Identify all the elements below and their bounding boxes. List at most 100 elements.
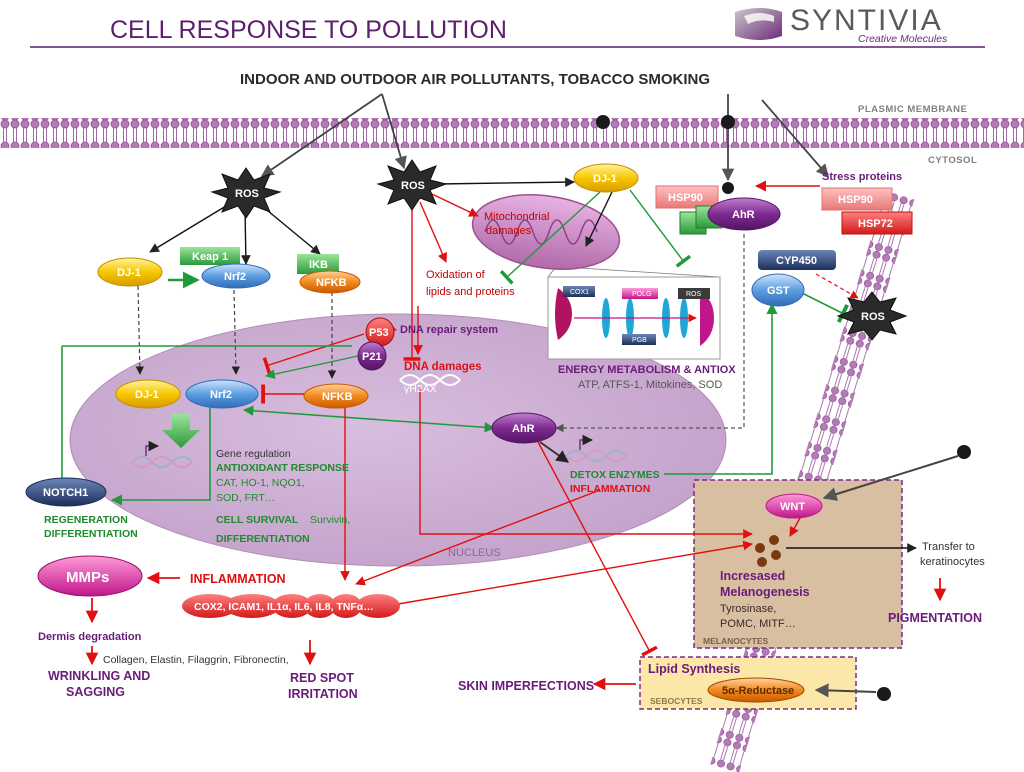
regeneration-label-2: DIFFERENTIATION — [44, 528, 138, 540]
particle-dot — [722, 182, 734, 194]
nrf2-cytosol: Nrf2 — [201, 263, 271, 289]
cox1-chip — [563, 286, 595, 297]
pigmentation-label: PIGMENTATION — [888, 611, 982, 625]
melanin-granules-icon — [755, 535, 781, 567]
cytokines-label: COX2, ICAM1, IL1α, IL6, IL8, TNFα… — [194, 601, 374, 613]
dermis-degradation-label: Dermis degradation — [38, 631, 142, 643]
cyp450: CYP450 — [758, 250, 836, 270]
differentiation-label: DIFFERENTIATION — [216, 533, 310, 545]
cell-survival-label: CELL SURVIVAL — [216, 514, 299, 526]
svg-text:HSP90: HSP90 — [668, 192, 703, 204]
energy-metabolism-title: ENERGY METABOLISM & ANTIOX — [558, 364, 736, 376]
svg-text:DJ-1: DJ-1 — [135, 389, 159, 401]
energy-metabolism-sub: ATP, ATFS-1, Mitokines, SOD — [578, 379, 722, 391]
dna-helix-icon — [399, 374, 461, 386]
gamma-h2ax-label: γH2AX — [404, 383, 437, 395]
nrf2-nucleus: Nrf2 — [185, 379, 259, 409]
ros-left-label: ROS — [235, 188, 259, 200]
dj1-nucleus: DJ-1 — [115, 379, 181, 409]
wnt: WNT — [765, 493, 823, 519]
svg-text:Nrf2: Nrf2 — [224, 271, 246, 283]
polg-label: POLG — [632, 291, 651, 298]
dermis-items-label: Collagen, Elastin, Filaggrin, Fibronecti… — [103, 654, 289, 666]
svg-text:IKB: IKB — [309, 259, 328, 271]
dj1-top: DJ-1 — [573, 163, 639, 193]
cytokine-chain: COX2, ICAM1, IL1α, IL6, IL8, TNFα… — [182, 594, 400, 618]
sebocytes-label: SEBOCYTES — [650, 696, 703, 706]
oxidation-label-1: Oxidation of — [426, 269, 486, 281]
regeneration-label-1: REGENERATION — [44, 514, 128, 526]
hsp72: HSP72 — [841, 211, 913, 235]
gene-regulation-label: Gene regulation — [216, 448, 291, 460]
detox-dna-icon — [565, 434, 627, 462]
dj1-cytosol: DJ-1 — [97, 257, 163, 287]
gene-dna-icon — [131, 440, 193, 468]
svg-text:HSP90: HSP90 — [838, 194, 873, 206]
svg-text:AhR: AhR — [732, 209, 755, 221]
ros-right: ROS — [836, 291, 908, 341]
reductase: 5α-Reductase — [707, 677, 805, 703]
ros-chip — [678, 288, 710, 299]
wrinkling-label-1: WRINKLING AND — [48, 669, 150, 683]
dna-damages-label: DNA damages — [404, 361, 482, 373]
svg-text:AhR: AhR — [512, 423, 535, 435]
svg-text:DJ-1: DJ-1 — [117, 267, 141, 279]
skin-imperfections-label: SKIN IMPERFECTIONS — [458, 679, 594, 693]
svg-text:Keap 1: Keap 1 — [192, 251, 228, 263]
notch1: NOTCH1 — [25, 477, 107, 507]
polg-chip — [622, 288, 658, 299]
pollution-source: INDOOR AND OUTDOOR AIR POLLUTANTS, TOBAC… — [240, 71, 710, 88]
svg-text:MMPs: MMPs — [66, 569, 109, 586]
mito-inset: COX1 POLG ROS PGB — [547, 267, 721, 360]
svg-text:P21: P21 — [362, 351, 382, 363]
svg-text:5α-Reductase: 5α-Reductase — [722, 685, 794, 697]
inflammation-nucleus-label: INFLAMMATION — [570, 483, 650, 495]
ros-right-label: ROS — [861, 311, 885, 323]
keap1-block: Keap 1 — [180, 247, 240, 265]
lipid-synthesis-label: Lipid Synthesis — [648, 662, 740, 676]
arrows — [61, 93, 959, 698]
particle-dot — [596, 115, 610, 129]
transfer-label-1: Transfer to — [922, 541, 975, 553]
plasma-membrane — [0, 118, 1024, 148]
logo-text: SYNTIVIA — [790, 4, 943, 37]
ahr-cytosol: AhR — [707, 197, 781, 231]
svg-text:NOTCH1: NOTCH1 — [43, 487, 88, 499]
nucleus — [69, 313, 727, 567]
wrinkling-label-2: SAGGING — [66, 685, 125, 699]
mitochondrion — [471, 194, 621, 270]
ikb-block: IKB — [297, 254, 339, 274]
p21: P21 — [357, 341, 387, 371]
svg-text:NFKB: NFKB — [322, 391, 353, 403]
mitochondrial-damages-2: damages — [486, 225, 532, 237]
ros-chip-label: ROS — [686, 291, 702, 298]
antiox-genes-1: CAT, HO-1, NQO1, — [216, 477, 305, 489]
melanocytes-label: MELANOCYTES — [703, 636, 769, 646]
stress-proteins-label: Stress proteins — [822, 171, 902, 183]
svg-text:GST: GST — [767, 285, 790, 297]
cox1-label: COX1 — [570, 289, 589, 296]
melano-items-1: Tyrosinase, — [720, 603, 776, 615]
hsp90-left: HSP90 — [655, 185, 719, 209]
logo-tagline: Creative Molecules — [858, 33, 948, 45]
red-spot-label-2: IRRITATION — [288, 687, 358, 701]
nfkb-cytosol: NFKB — [299, 270, 361, 294]
dna-repair-label: DNA repair system — [400, 324, 498, 336]
logo-mark-icon — [735, 8, 782, 40]
ros-left: ROS — [210, 167, 282, 219]
mitochondrial-damages-1: Mitochondrial — [484, 211, 549, 223]
svg-text:DJ-1: DJ-1 — [593, 173, 617, 185]
gst: GST — [751, 273, 805, 307]
antiox-genes-2: SOD, FRT… — [216, 492, 275, 504]
hsp90-right: HSP90 — [821, 187, 893, 211]
syntivia-logo: SYNTIVIA Creative Molecules — [735, 4, 948, 45]
svg-text:NFKB: NFKB — [316, 277, 347, 289]
antioxidant-response-label: ANTIOXIDANT RESPONSE — [216, 462, 349, 474]
red-spot-label-1: RED SPOT — [290, 671, 354, 685]
melanogenesis-label-1: Incresased — [720, 569, 785, 583]
nfkb-nucleus: NFKB — [303, 383, 369, 409]
detox-enzymes-label: DETOX ENZYMES — [570, 469, 660, 481]
nucleus-label: NUCLEUS — [448, 547, 501, 559]
survivin-label: Survivin, — [310, 514, 350, 526]
